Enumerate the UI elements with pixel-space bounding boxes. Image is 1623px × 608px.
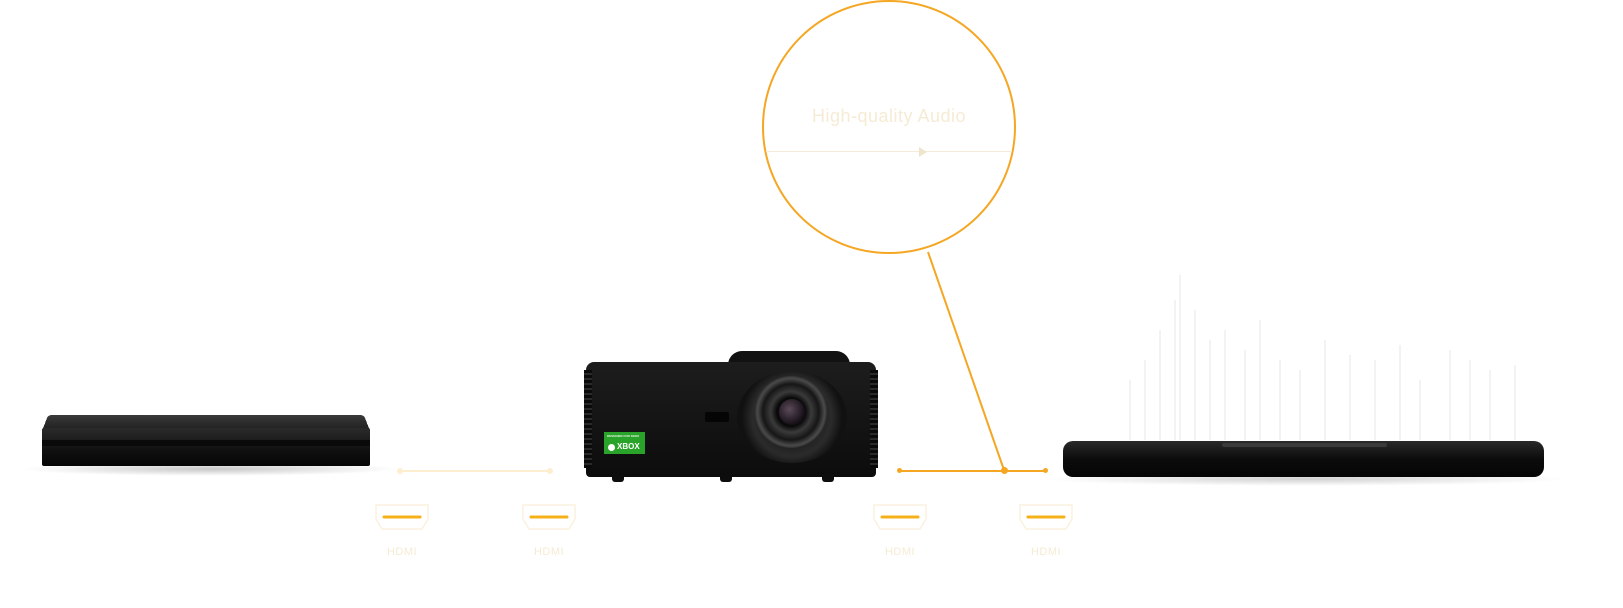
connection-dot — [1001, 467, 1008, 474]
callout-circle — [762, 0, 1016, 254]
xbox-badge: DESIGNED FOR XBOX XBOX — [604, 432, 645, 454]
soundbar-top-accent — [1222, 443, 1387, 447]
projector-vent-right — [870, 370, 878, 468]
hdmi-label: HDMI — [884, 546, 916, 558]
projector-foot — [720, 474, 732, 482]
connection-dot — [547, 468, 553, 474]
xbox-badge-text: XBOX — [617, 442, 640, 451]
hdmi-port-icon — [873, 504, 927, 530]
hdmi-label: HDMI — [533, 546, 565, 558]
hdmi-port-icon — [522, 504, 576, 530]
projector-sensor — [705, 412, 729, 422]
sound-waves-graphic — [1129, 275, 1516, 440]
hdmi-port-icon — [1019, 504, 1073, 530]
blu-ray-player — [42, 428, 370, 466]
connection-projector-soundbar — [901, 470, 1047, 472]
projector-vent-left — [584, 370, 592, 468]
xbox-badge-caption: DESIGNED FOR XBOX — [607, 434, 640, 438]
projector-lens-glass — [779, 399, 805, 425]
callout-arrow-line — [766, 151, 1012, 152]
projector-foot — [822, 474, 834, 482]
connection-dot — [397, 468, 403, 474]
callout-label: High-quality Audio — [811, 106, 967, 126]
xbox-logo-icon — [608, 444, 615, 451]
hdmi-label: HDMI — [386, 546, 418, 558]
connection-dot — [897, 468, 902, 473]
projector-foot — [612, 474, 624, 482]
hdmi-label: HDMI — [1030, 546, 1062, 558]
callout-pointer — [927, 251, 1005, 471]
soundbar — [1063, 441, 1544, 477]
connection-player-projector — [402, 470, 550, 472]
hdmi-port-icon — [375, 504, 429, 530]
arrow-right-icon — [919, 147, 927, 157]
player-front-strip — [42, 440, 370, 446]
connection-dot — [1043, 468, 1048, 473]
